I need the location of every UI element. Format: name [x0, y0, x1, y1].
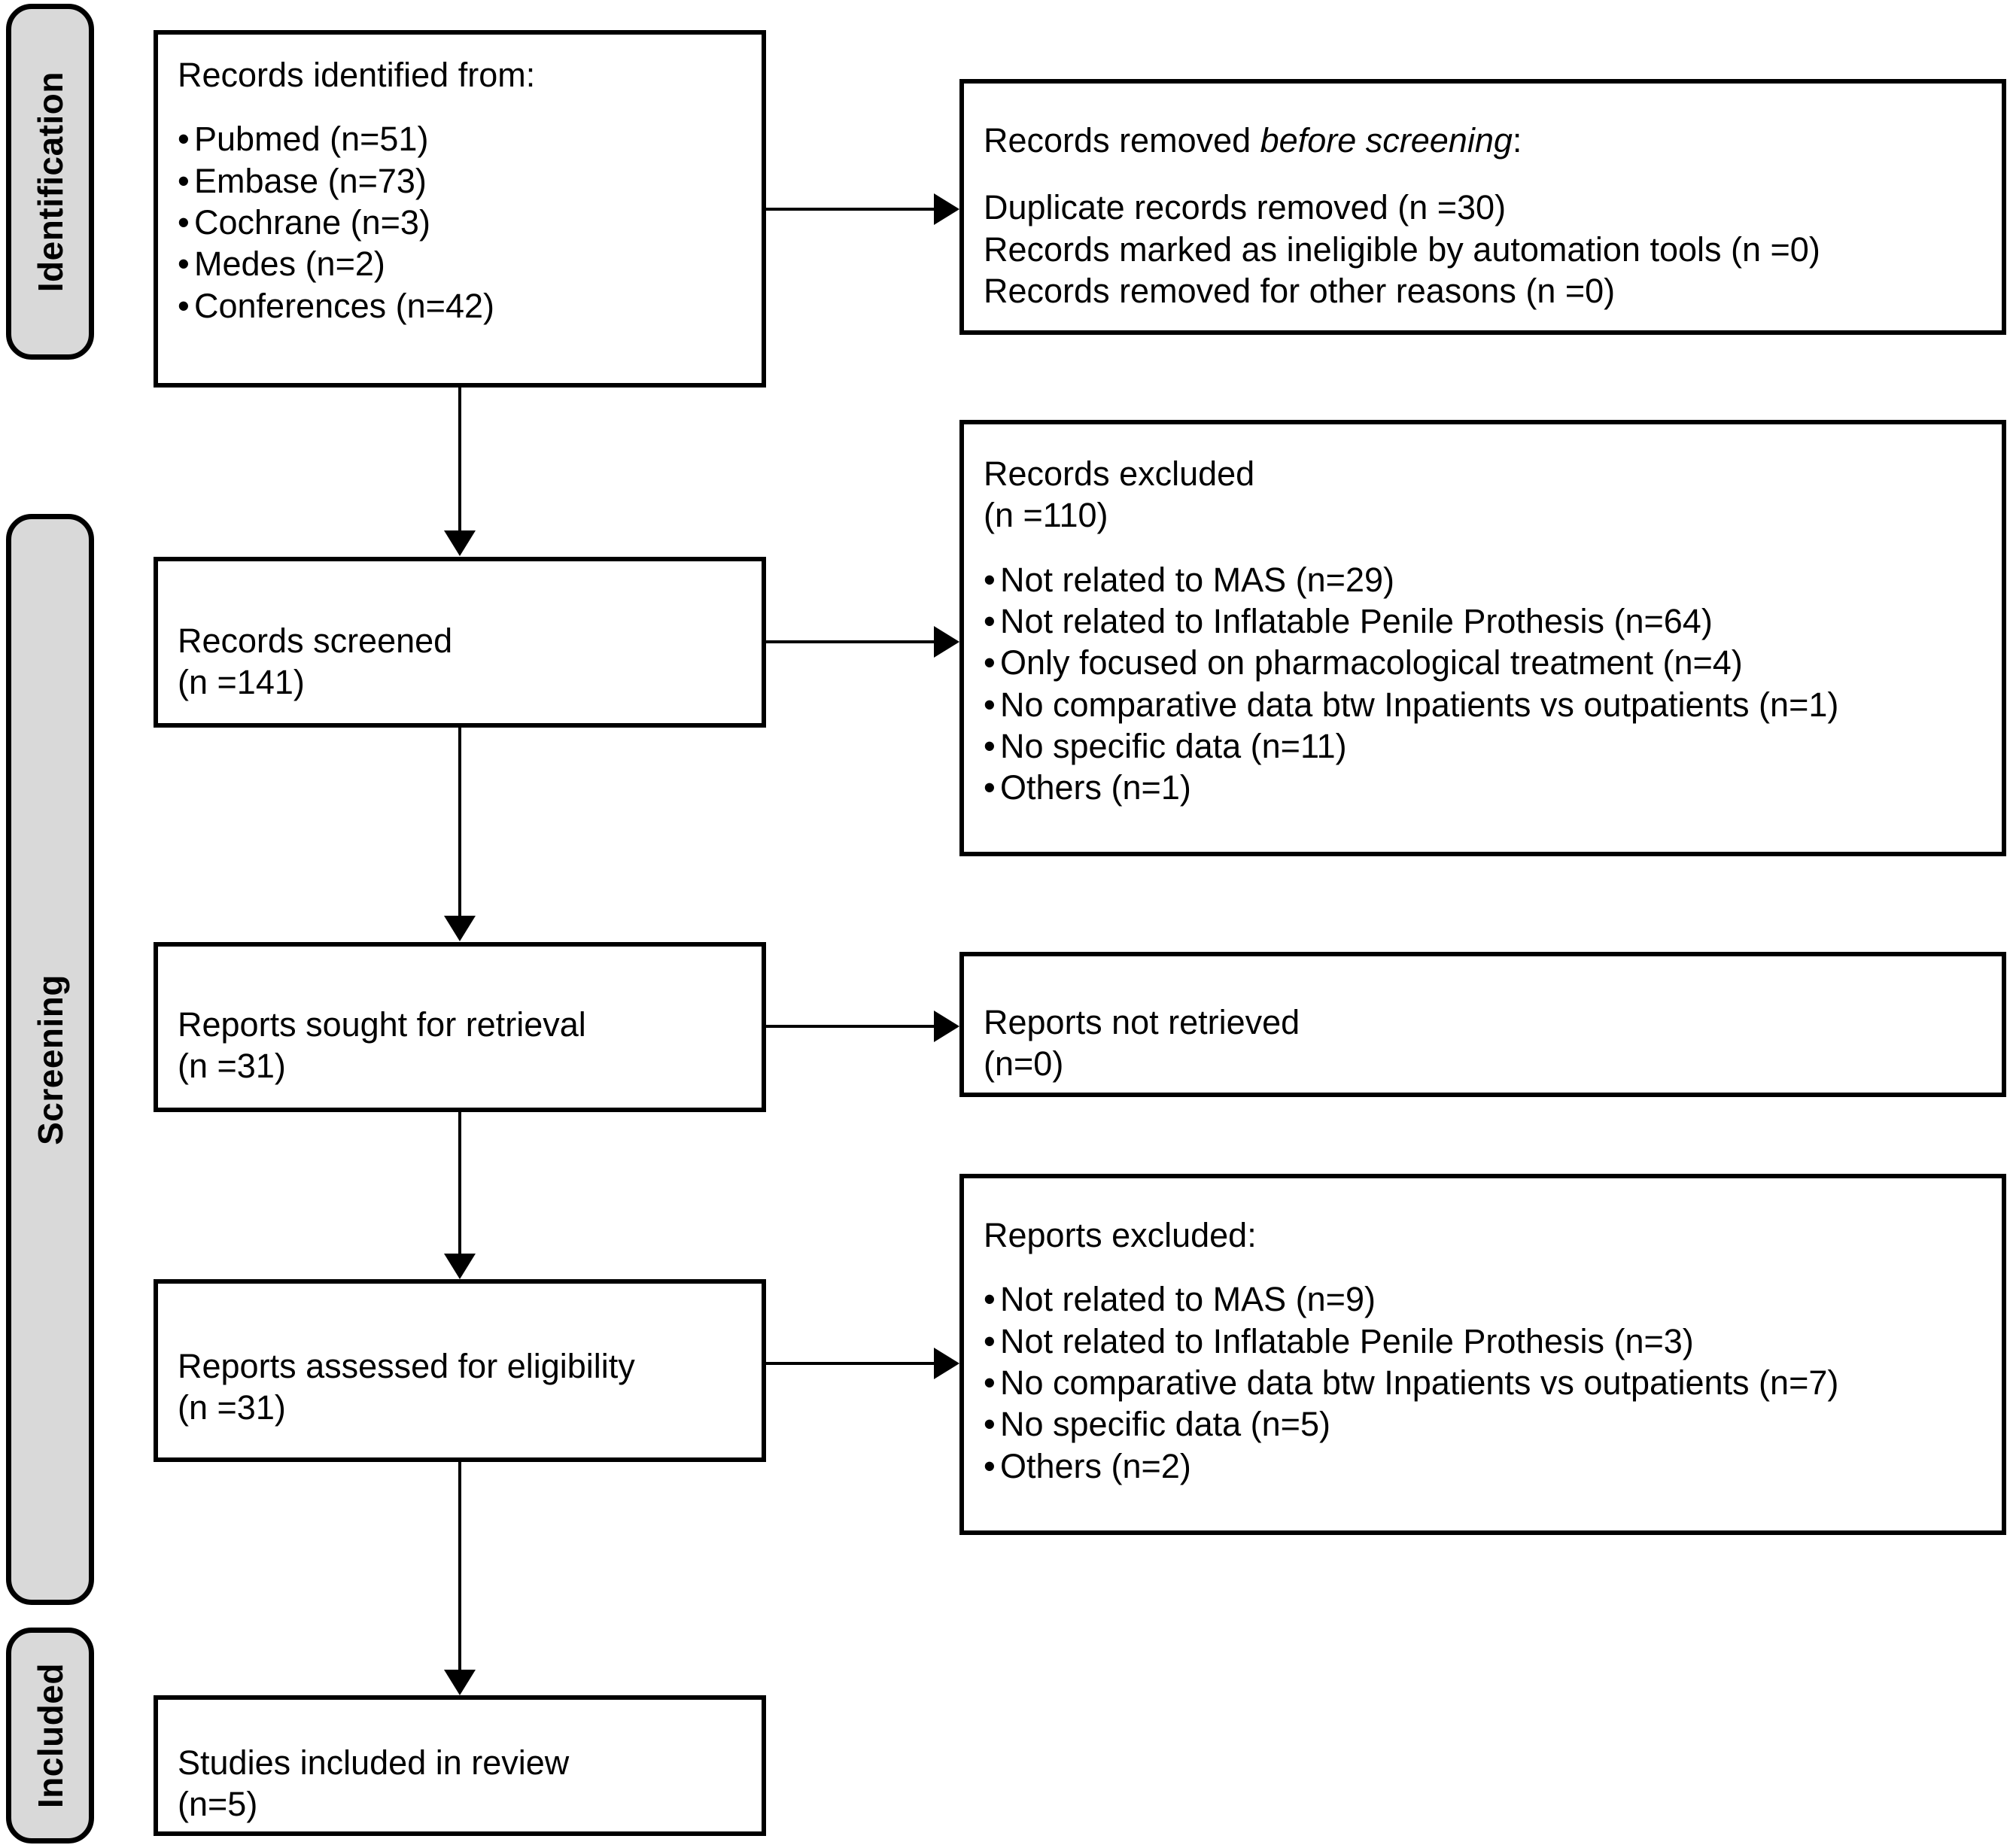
studies-included-count: (n=5): [178, 1785, 258, 1824]
box-reports-not-retrieved: Reports not retrieved (n=0): [959, 952, 2006, 1097]
records-screened-count: (n =141): [178, 663, 305, 702]
box-records-excluded: Records excluded (n =110) Not related to…: [959, 420, 2006, 856]
stage-band-included: Included: [6, 1628, 94, 1843]
box-records-identified: Records identified from: Pubmed (n=51) E…: [154, 30, 766, 388]
list-item: Cochrane (n=3): [178, 202, 742, 244]
stage-band-identification: Identification: [6, 4, 94, 360]
connector-identified-to-removed: [766, 208, 936, 211]
connector-screened-to-sought: [458, 728, 461, 917]
list-item: No specific data (n=11): [984, 725, 1982, 767]
reports-assessed-title: Reports assessed for eligibility: [178, 1347, 635, 1385]
list-item: Not related to MAS (n=9): [984, 1278, 1982, 1321]
stage-label-included: Included: [30, 1662, 70, 1809]
records-excluded-count: (n =110): [984, 496, 1108, 535]
reports-excluded-reasons: Not related to MAS (n=9) Not related to …: [984, 1278, 1982, 1487]
arrowhead-identified-to-screened: [444, 530, 476, 556]
box-records-screened: Records screened (n =141): [154, 557, 766, 728]
records-excluded-title: Records excluded: [984, 454, 1255, 493]
list-item: Others (n=2): [984, 1445, 1982, 1488]
arrowhead-assessed-to-excluded: [934, 1348, 959, 1379]
list-item: Others (n=1): [984, 767, 1982, 809]
records-removed-title-italic: before screening: [1260, 121, 1513, 160]
records-removed-title-suffix: :: [1512, 121, 1522, 160]
list-item: Records removed for other reasons (n =0): [984, 272, 1616, 311]
records-excluded-reasons: Not related to MAS (n=29) Not related to…: [984, 559, 1982, 809]
stage-label-identification: Identification: [30, 71, 70, 293]
stage-label-screening: Screening: [30, 974, 70, 1145]
reports-not-retrieved-title: Reports not retrieved: [984, 1003, 1300, 1041]
records-removed-title: Records removed before screening:: [984, 120, 1982, 161]
arrowhead-sought-to-assessed: [444, 1254, 476, 1279]
box-reports-assessed: Reports assessed for eligibility (n =31): [154, 1279, 766, 1462]
list-item: Records marked as ineligible by automati…: [984, 229, 1820, 269]
connector-assessed-to-excluded: [766, 1362, 936, 1365]
list-item: Pubmed (n=51): [178, 118, 742, 160]
records-removed-reasons: Duplicate records removed (n =30) Record…: [984, 187, 1982, 312]
connector-assessed-to-included: [458, 1462, 461, 1671]
arrowhead-identified-to-removed: [934, 193, 959, 225]
connector-screened-to-excluded: [766, 640, 936, 643]
reports-sought-title: Reports sought for retrieval: [178, 1005, 586, 1044]
list-item: Only focused on pharmacological treatmen…: [984, 642, 1982, 684]
box-reports-excluded: Reports excluded: Not related to MAS (n=…: [959, 1174, 2006, 1535]
reports-sought-count: (n =31): [178, 1047, 286, 1086]
list-item: Not related to Inflatable Penile Prothes…: [984, 600, 1982, 643]
reports-assessed-count: (n =31): [178, 1388, 286, 1427]
list-item: Duplicate records removed (n =30): [984, 188, 1507, 227]
connector-identified-to-screened: [458, 388, 461, 532]
records-removed-title-prefix: Records removed: [984, 121, 1260, 160]
box-studies-included: Studies included in review (n=5): [154, 1695, 766, 1836]
studies-included-title: Studies included in review: [178, 1743, 570, 1782]
arrowhead-screened-to-excluded: [934, 626, 959, 658]
list-item: Not related to MAS (n=29): [984, 559, 1982, 601]
arrowhead-sought-to-not-retrieved: [934, 1011, 959, 1042]
box-reports-sought: Reports sought for retrieval (n =31): [154, 942, 766, 1112]
box-records-removed-before-screening: Records removed before screening: Duplic…: [959, 79, 2006, 335]
arrowhead-assessed-to-included: [444, 1670, 476, 1695]
records-identified-title: Records identified from:: [178, 56, 536, 94]
connector-sought-to-assessed: [458, 1112, 461, 1255]
list-item: Conferences (n=42): [178, 285, 742, 327]
stage-band-screening: Screening: [6, 514, 94, 1605]
list-item: Medes (n=2): [178, 243, 742, 285]
arrowhead-screened-to-sought: [444, 916, 476, 941]
connector-sought-to-not-retrieved: [766, 1025, 936, 1028]
list-item: Not related to Inflatable Penile Prothes…: [984, 1321, 1982, 1363]
list-item: Embase (n=73): [178, 160, 742, 202]
records-screened-title: Records screened: [178, 622, 453, 660]
list-item: No comparative data btw Inpatients vs ou…: [984, 1362, 1982, 1404]
list-item: No specific data (n=5): [984, 1403, 1982, 1445]
records-identified-sources: Pubmed (n=51) Embase (n=73) Cochrane (n=…: [178, 118, 742, 327]
reports-not-retrieved-count: (n=0): [984, 1044, 1064, 1084]
reports-excluded-title: Reports excluded:: [984, 1216, 1257, 1254]
list-item: No comparative data btw Inpatients vs ou…: [984, 684, 1982, 726]
